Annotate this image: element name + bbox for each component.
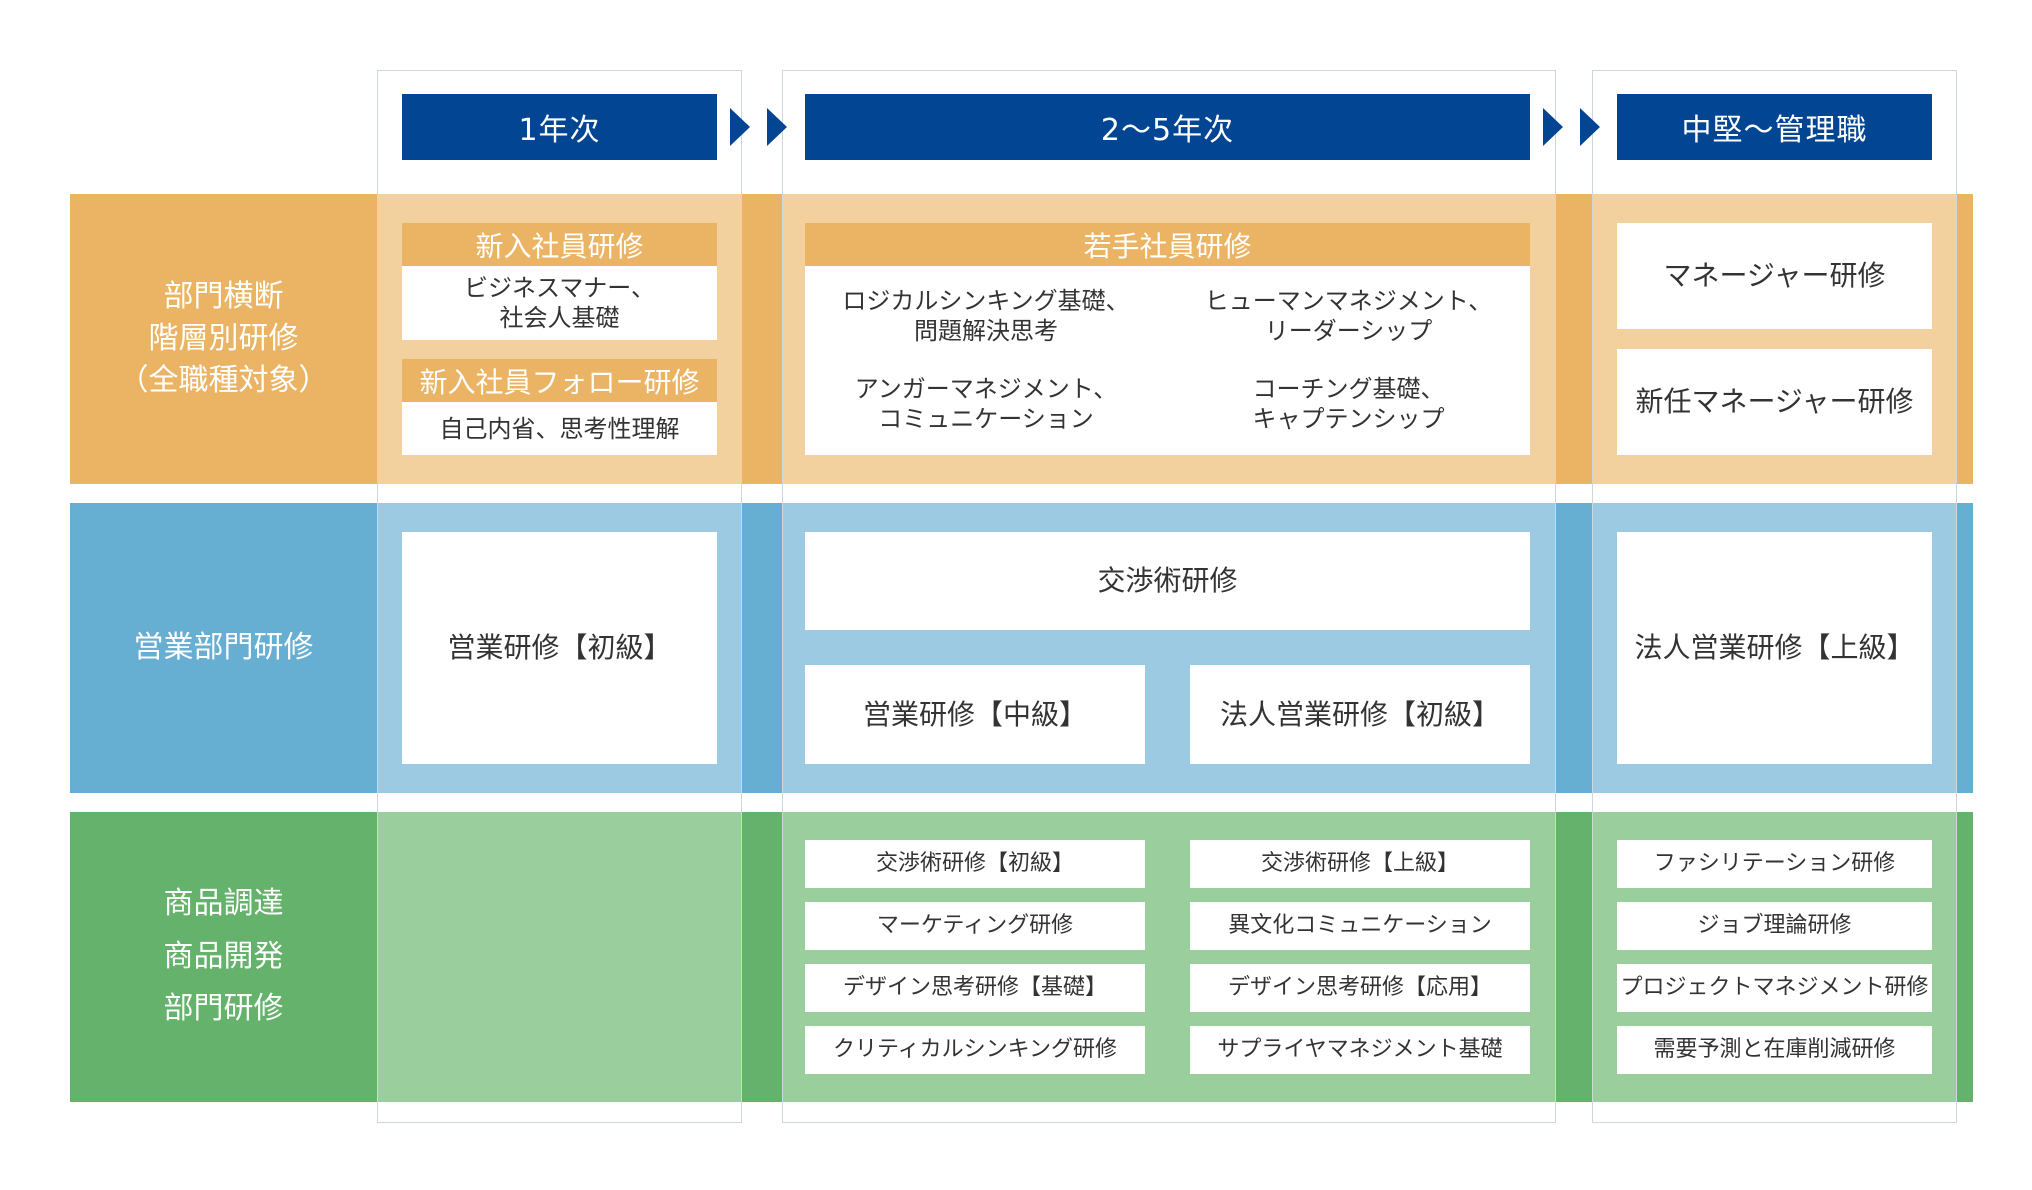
young-employee-training-header: 若手社員研修	[805, 223, 1530, 266]
merch-senior-training-item: ファシリテーション研修	[1617, 840, 1932, 888]
newhire-training-header: 新入社員研修	[402, 223, 717, 266]
young-training-item: アンガーマネジメント、 コミュニケーション	[854, 375, 1118, 433]
negotiation-training-box: 交渉術研修	[805, 532, 1530, 630]
merch-training-item: 交渉術研修【初級】	[805, 840, 1145, 888]
young-training-item: コーチング基礎、 キャプテンシップ	[1252, 375, 1445, 433]
new-manager-training-box: 新任マネージャー研修	[1617, 349, 1932, 455]
merch-training-item: デザイン思考研修【基礎】	[805, 964, 1145, 1012]
sales-training-beginner-box: 営業研修【初級】	[402, 532, 717, 764]
merch-senior-training-item: プロジェクトマネジメント研修	[1617, 964, 1932, 1012]
arrow-right-icon	[1580, 108, 1600, 146]
newhire-training-body: ビジネスマナー、 社会人基礎	[402, 266, 717, 340]
row-label-sales: 営業部門研修	[133, 630, 314, 665]
young-training-item: ヒューマンマネジメント、 リーダーシップ	[1204, 287, 1493, 345]
young-employee-training-body: ロジカルシンキング基礎、 問題解決思考 ヒューマンマネジメント、 リーダーシップ…	[805, 266, 1530, 455]
column-header-year2to5: 2〜5年次	[805, 94, 1530, 160]
column-frame-year1	[377, 70, 742, 1123]
column-frame-year2to5	[782, 70, 1556, 1123]
manager-training-box: マネージャー研修	[1617, 223, 1932, 329]
row-label-merch: 商品調達 商品開発 部門研修	[163, 886, 284, 1027]
column-header-senior: 中堅〜管理職	[1617, 94, 1932, 160]
merch-senior-training-item: 需要予測と在庫削減研修	[1617, 1026, 1932, 1074]
column-frame-senior	[1592, 70, 1957, 1123]
arrow-right-icon	[1543, 108, 1563, 146]
row-label-crossdept: 部門横断 階層別研修 （全職種対象）	[118, 279, 329, 398]
newhire-followup-body: 自己内省、思考性理解	[402, 402, 717, 455]
arrow-right-icon	[730, 108, 750, 146]
merch-training-item: デザイン思考研修【応用】	[1190, 964, 1530, 1012]
merch-senior-training-item: ジョブ理論研修	[1617, 902, 1932, 950]
merch-training-item: サプライヤマネジメント基礎	[1190, 1026, 1530, 1074]
merch-training-item: クリティカルシンキング研修	[805, 1026, 1145, 1074]
newhire-followup-header: 新入社員フォロー研修	[402, 359, 717, 402]
cell-merch-year1	[377, 812, 741, 1102]
sales-training-intermediate-box: 営業研修【中級】	[805, 665, 1145, 764]
merch-training-item: マーケティング研修	[805, 902, 1145, 950]
young-training-item: ロジカルシンキング基礎、 問題解決思考	[842, 287, 1130, 345]
column-header-year1: 1年次	[402, 94, 717, 160]
corporate-sales-training-advanced-box: 法人営業研修【上級】	[1617, 532, 1932, 764]
merch-training-item: 交渉術研修【上級】	[1190, 840, 1530, 888]
merch-training-item: 異文化コミュニケーション	[1190, 902, 1530, 950]
corporate-sales-training-beginner-box: 法人営業研修【初級】	[1190, 665, 1530, 764]
arrow-right-icon	[767, 108, 787, 146]
